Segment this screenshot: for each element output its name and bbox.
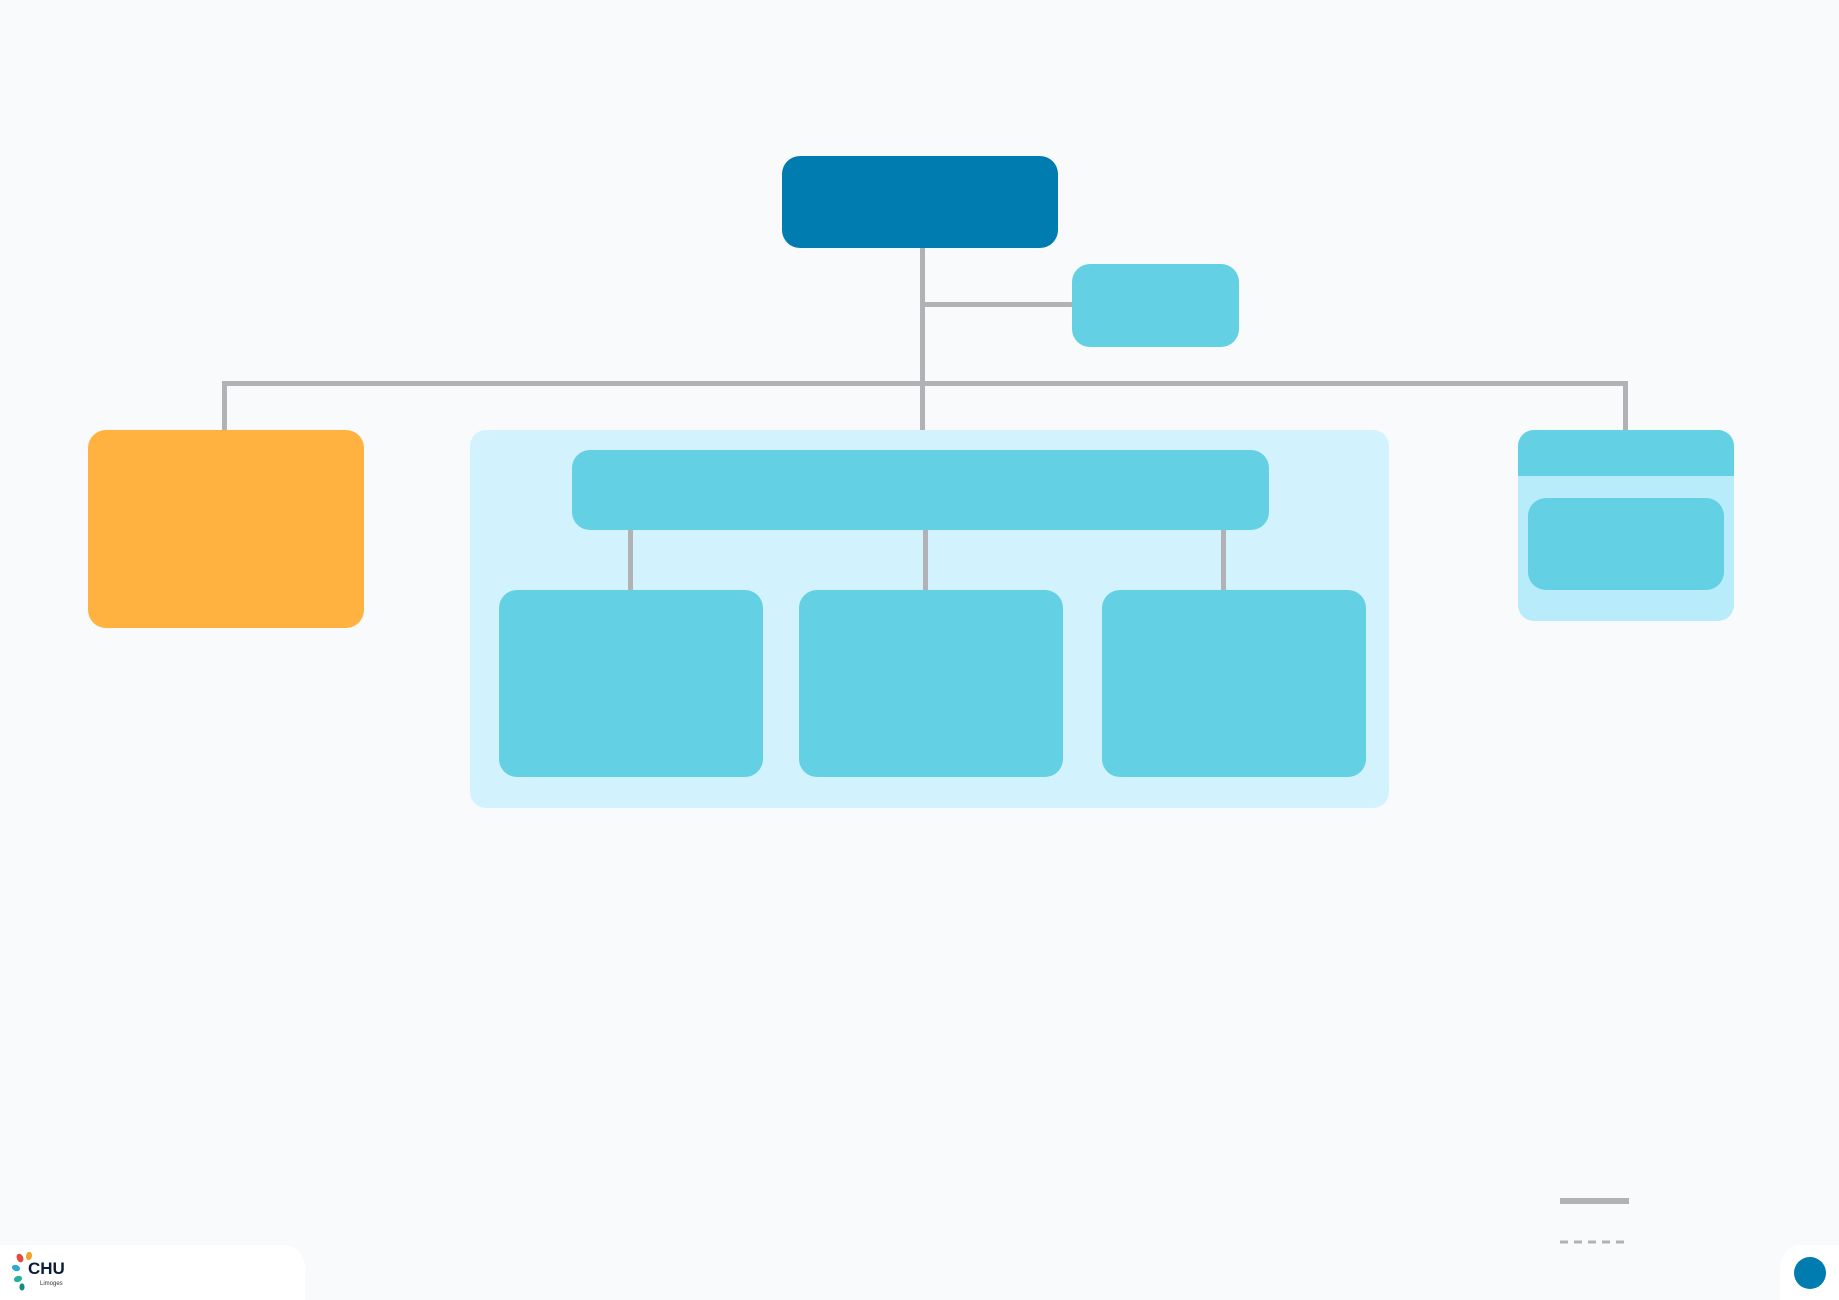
connector-root-down (920, 246, 925, 430)
logo-subtext: Limoges (40, 1281, 63, 1287)
center-group-panel (470, 430, 1389, 808)
footer-right-card (1780, 1245, 1839, 1300)
chu-logo-icon (12, 1251, 33, 1291)
connector-center-child-1 (628, 526, 633, 590)
right-group-panel (1518, 430, 1734, 621)
advisor-node (1072, 264, 1239, 347)
legend (1560, 1190, 1720, 1250)
connector-center-child-2 (923, 526, 928, 590)
root-node (782, 156, 1058, 248)
footer-logo-card: CHU Limoges (0, 1245, 305, 1300)
connector-horizontal-bar (222, 381, 1628, 386)
legend-dashed-line (1560, 1240, 1630, 1244)
connector-left-drop (222, 381, 227, 431)
center-head-node (572, 450, 1269, 530)
left-node (88, 430, 364, 628)
center-child-node-3 (1102, 590, 1366, 777)
right-head-node (1518, 430, 1734, 476)
center-child-node-2 (799, 590, 1063, 777)
connector-advisor (920, 302, 1072, 307)
legend-solid-line (1560, 1198, 1629, 1204)
logo-text: CHU (28, 1259, 65, 1278)
circle-icon (1794, 1257, 1826, 1289)
right-child-node (1528, 498, 1724, 590)
connector-right-drop (1623, 381, 1628, 431)
center-child-node-1 (499, 590, 763, 777)
connector-center-child-3 (1221, 526, 1226, 590)
